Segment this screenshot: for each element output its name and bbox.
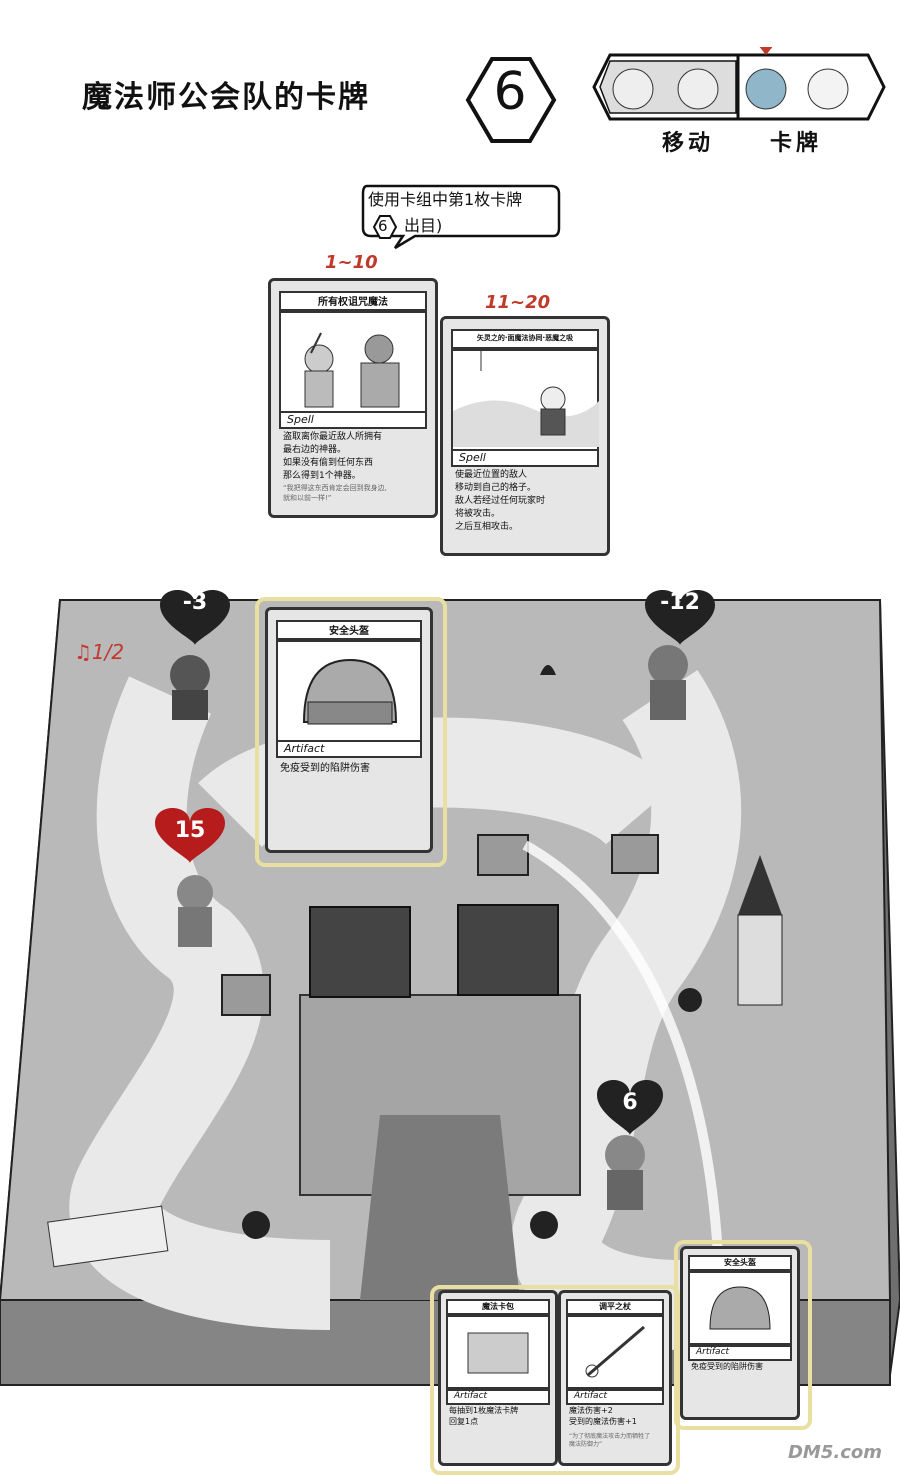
watermark: DM5.com <box>787 1442 882 1463</box>
card-flavor-line: “为了彻底魔法攻击力而牺牲了 <box>569 1433 651 1440</box>
card-title: 魔法卡包 <box>482 1302 514 1311</box>
card-type: Artifact <box>688 1345 792 1361</box>
player-hp-3: 15 <box>174 818 206 843</box>
card-desc-line: 之后互相攻击。 <box>455 522 519 532</box>
speech-bubble <box>361 184 561 250</box>
music-note-marker: ♫1/2 <box>74 640 125 664</box>
card-type: Spell <box>451 449 599 467</box>
player-hp-2: -12 <box>660 590 700 615</box>
card-type: Artifact <box>566 1389 664 1405</box>
card-flavor-line: “我把得这东西肯定会回到我身边, <box>283 484 387 492</box>
card-title: 安全头盔 <box>329 626 369 637</box>
card-flavor-line: 就和以前一样!” <box>283 494 332 502</box>
helmet-icon <box>276 640 422 742</box>
card-desc-line: 那么得到1个神器。 <box>283 471 361 481</box>
bubble-dice-num: 6 <box>378 217 388 235</box>
turn-label-card: 卡牌 <box>770 131 823 156</box>
card-flavor-line: 魔法防御力” <box>569 1441 603 1448</box>
card-type: Artifact <box>276 740 422 758</box>
card-range-1: 1~10 <box>325 252 378 273</box>
hand-card-2: 调平之杖 Artifact 魔法伤害+2 受到的魔法伤害+1 “为了彻底魔法攻击… <box>558 1290 672 1466</box>
bubble-line1: 使用卡组中第1枚卡牌 <box>368 190 523 209</box>
card-type: Artifact <box>446 1389 550 1405</box>
card-desc-line: 将被攻击。 <box>455 509 501 519</box>
card-title: 调平之杖 <box>599 1302 631 1311</box>
card-highlight <box>255 597 447 867</box>
card-title: 安全头盔 <box>724 1258 756 1267</box>
dice-hexagon <box>465 57 557 143</box>
hand-card-3: 安全头盔 Artifact 免疫受到的陷阱伤害 <box>680 1246 800 1420</box>
dice-value: 6 <box>493 62 527 122</box>
card-desc-line: 回复1点 <box>449 1417 479 1426</box>
card-desc-line: 每抽到1枚魔法卡牌 <box>449 1406 519 1415</box>
turn-label-move: 移动 <box>662 131 715 156</box>
card-desc: 免疫受到的陷阱伤害 <box>280 763 370 774</box>
hand-card-1: 魔法卡包 Artifact 每抽到1枚魔法卡牌 回复1点 <box>438 1290 558 1466</box>
player-hp-4: 6 <box>622 1090 638 1115</box>
hand-highlight-left <box>430 1285 680 1475</box>
card-desc-line: 免疫受到的陷阱伤害 <box>691 1362 763 1371</box>
dice-small-icon <box>372 215 398 239</box>
hand-highlight-right <box>674 1240 812 1430</box>
card-type: Spell <box>279 411 427 429</box>
card-title: 矢灵之的·面魔法协同·恶魔之吸 <box>476 334 574 342</box>
game-board <box>0 590 900 1386</box>
bubble-line2: 出目) <box>404 216 443 235</box>
card-desc-line: 最右边的神器。 <box>283 445 347 455</box>
card-title: 所有权诅咒魔法 <box>318 297 388 308</box>
deck-card-2: 矢灵之的·面魔法协同·恶魔之吸 Spell 使最近位置的敌人 移动到自己的格子。… <box>440 316 610 556</box>
page-title: 魔法师公会队的卡牌 <box>82 80 370 115</box>
player-hp-1: -3 <box>182 590 208 615</box>
card-range-2: 11~20 <box>485 292 551 313</box>
card-illustration <box>451 349 599 451</box>
board-artifact-card: 安全头盔 Artifact 免疫受到的陷阱伤害 <box>265 607 433 853</box>
staff-icon <box>566 1315 664 1389</box>
card-illustration <box>279 311 427 413</box>
turn-order-bar <box>592 47 886 121</box>
card-desc-line: 敌人若经过任何玩家时 <box>455 496 546 506</box>
helmet-icon <box>688 1271 792 1345</box>
backpack-icon <box>446 1315 550 1389</box>
card-desc-line: 如果没有偷到任何东西 <box>283 458 374 468</box>
card-desc-line: 魔法伤害+2 <box>569 1406 613 1415</box>
card-desc-line: 受到的魔法伤害+1 <box>569 1417 637 1426</box>
card-desc-line: 移动到自己的格子。 <box>455 483 537 493</box>
card-desc-line: 使最近位置的敌人 <box>455 470 528 480</box>
deck-card-1: 所有权诅咒魔法 Spell 盗取离你最近敌人所拥有 最右边的神器。 如果没有偷到… <box>268 278 438 518</box>
card-desc-line: 盗取离你最近敌人所拥有 <box>283 432 383 442</box>
